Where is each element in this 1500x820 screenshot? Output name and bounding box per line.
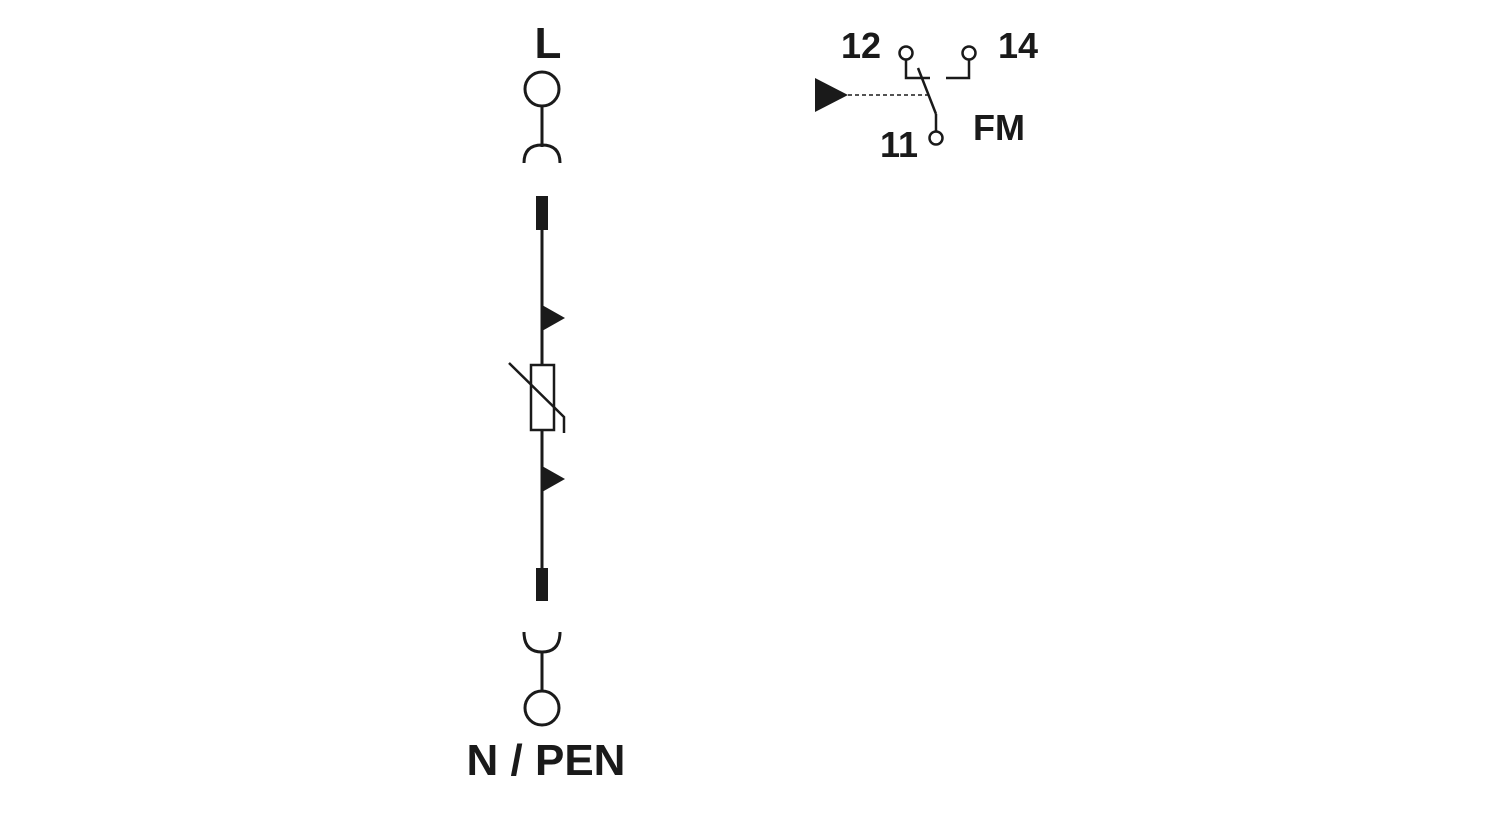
varistor-characteristic [508, 362, 566, 433]
terminal-label-l: L [535, 19, 562, 68]
plug-pin-top [536, 196, 548, 230]
actuator-arrow [815, 78, 848, 112]
contact-pin-12-circle [898, 45, 914, 61]
plug-socket-bottom [522, 631, 562, 654]
contact-pin-11-circle [928, 130, 944, 146]
contact-name-label: FM [973, 107, 1025, 148]
plug-socket-top [522, 143, 562, 164]
contact-pin-14-circle [961, 45, 977, 61]
contact-pin-14-label: 14 [998, 25, 1038, 66]
contact-pin-12-label: 12 [841, 25, 881, 66]
contact-switch-blade [916, 67, 938, 115]
contact-pin-11-label: 11 [880, 124, 918, 165]
flag-arrow-upper [542, 305, 565, 331]
terminal-label-n-pen: N / PEN [467, 736, 626, 785]
flag-arrow-lower [542, 466, 565, 492]
terminal-l-circle [523, 70, 561, 108]
terminal-n-circle [523, 689, 561, 727]
contact-pin-14-lead [946, 60, 971, 80]
plug-pin-bottom [536, 568, 548, 601]
